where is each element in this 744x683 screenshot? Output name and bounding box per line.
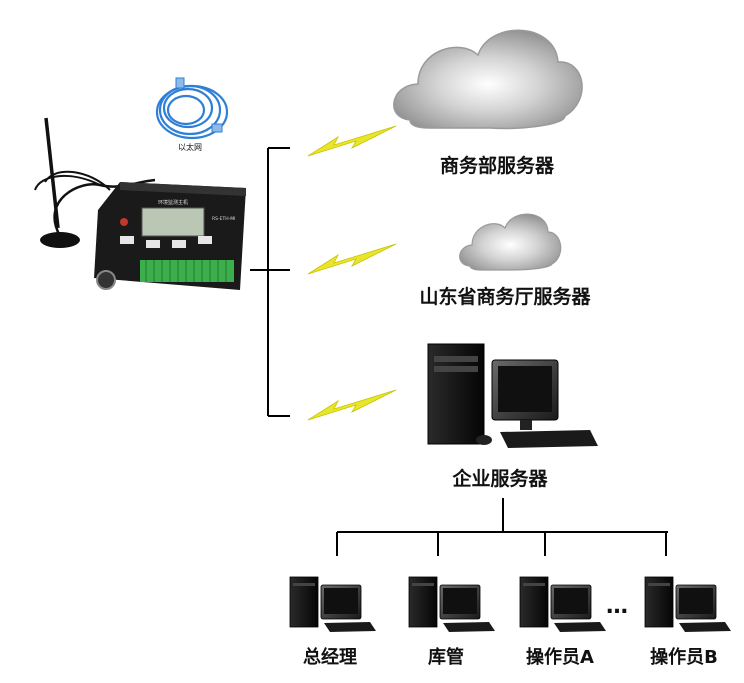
client-label-2: 库管 (428, 646, 464, 668)
client-label-4: 操作员B (650, 646, 718, 668)
device-button-2 (146, 240, 160, 248)
device-model: RS-ETH-MI (212, 216, 235, 222)
connection-bracket (250, 147, 290, 417)
antenna-icon (34, 117, 156, 248)
provincial-server-label: 山东省商务厅服务器 (419, 285, 591, 308)
client-computer-icon-1 (289, 576, 376, 632)
ethernet-label: 以太网 (178, 142, 202, 152)
terminal-block (140, 260, 234, 282)
wireless-link-icon-3 (307, 389, 397, 421)
device-screen (141, 207, 205, 237)
device-button-1 (120, 236, 134, 244)
client-computer-icon-3 (519, 576, 606, 632)
client-tree-connector (336, 498, 668, 556)
client-computer-icon-2 (408, 576, 495, 632)
monitoring-host-device: 环境监测主机 RS-ETH-MI (94, 182, 246, 290)
wireless-link-icon-2 (307, 243, 397, 275)
device-screen-title: 环境监测主机 (158, 199, 188, 206)
enterprise-server-label: 企业服务器 (451, 467, 548, 490)
device-button-4 (198, 236, 212, 244)
cloud-server-icon-small (459, 213, 562, 271)
device-button-3 (172, 240, 186, 248)
desktop-computer-icon (427, 343, 598, 448)
wireless-link-icon-1 (307, 125, 397, 157)
commerce-dept-server-label: 商务部服务器 (440, 154, 555, 177)
client-computer-icon-4 (644, 576, 731, 632)
device-indicator-led (120, 218, 128, 226)
client-label-1: 总经理 (303, 646, 357, 668)
power-connector (96, 270, 116, 290)
client-label-3: 操作员A (526, 646, 594, 668)
ethernet-cable-icon (155, 77, 229, 140)
cloud-server-icon (393, 29, 583, 130)
ellipsis-label: … (606, 594, 628, 619)
